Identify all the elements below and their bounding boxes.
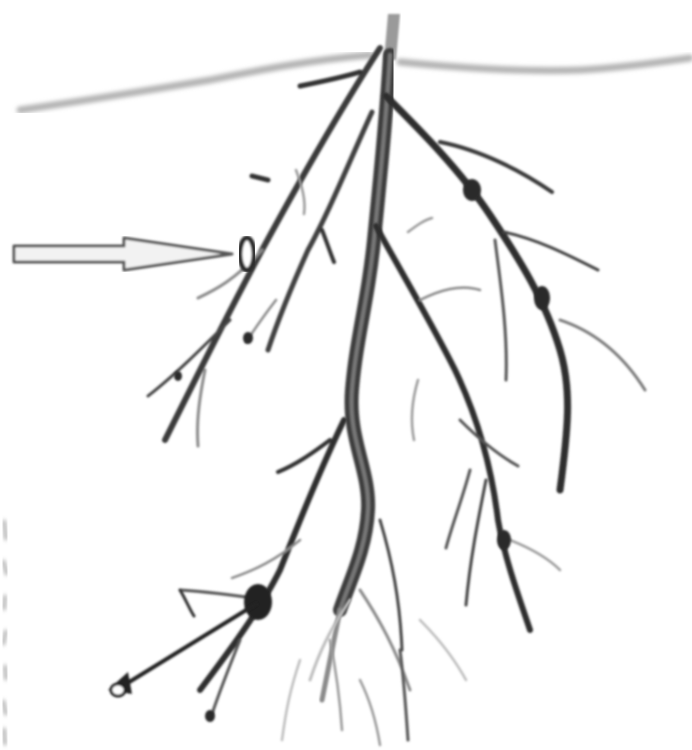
- solid-arrow-pointer: [108, 604, 256, 696]
- left-lower-lateral-root: [180, 420, 344, 714]
- nodule: [205, 710, 215, 722]
- marked-nodule: [240, 238, 254, 270]
- nodule: [534, 286, 550, 310]
- left-inner-lateral-root: [246, 112, 372, 350]
- scale-bar-label-residue: [3, 520, 7, 745]
- nodule: [244, 584, 272, 620]
- right-upper-lateral-root: [386, 96, 645, 490]
- nodule: [497, 530, 511, 550]
- nodule: [243, 332, 253, 344]
- lower-fine-roots: [282, 520, 466, 745]
- nodule: [174, 371, 182, 381]
- hollow-arrow-pointer: [14, 238, 232, 270]
- nodule: [463, 179, 481, 201]
